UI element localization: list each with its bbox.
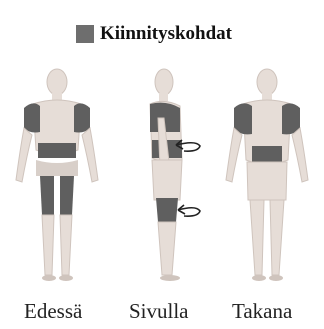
caption-side: Sivulla — [129, 299, 189, 324]
back-figure — [226, 69, 308, 281]
side-figure — [150, 69, 200, 281]
front-left-thigh-patch — [40, 176, 54, 215]
front-right-shoulder-patch — [74, 103, 90, 132]
front-abdomen-patch — [38, 143, 76, 158]
front-left-shoulder-patch — [24, 103, 40, 132]
front-right-thigh-patch — [60, 176, 74, 215]
side-thigh-patch — [156, 198, 178, 222]
caption-back: Takana — [232, 299, 292, 324]
front-figure — [16, 69, 98, 281]
caption-front: Edessä — [24, 299, 82, 324]
back-lower-patch — [252, 146, 282, 162]
